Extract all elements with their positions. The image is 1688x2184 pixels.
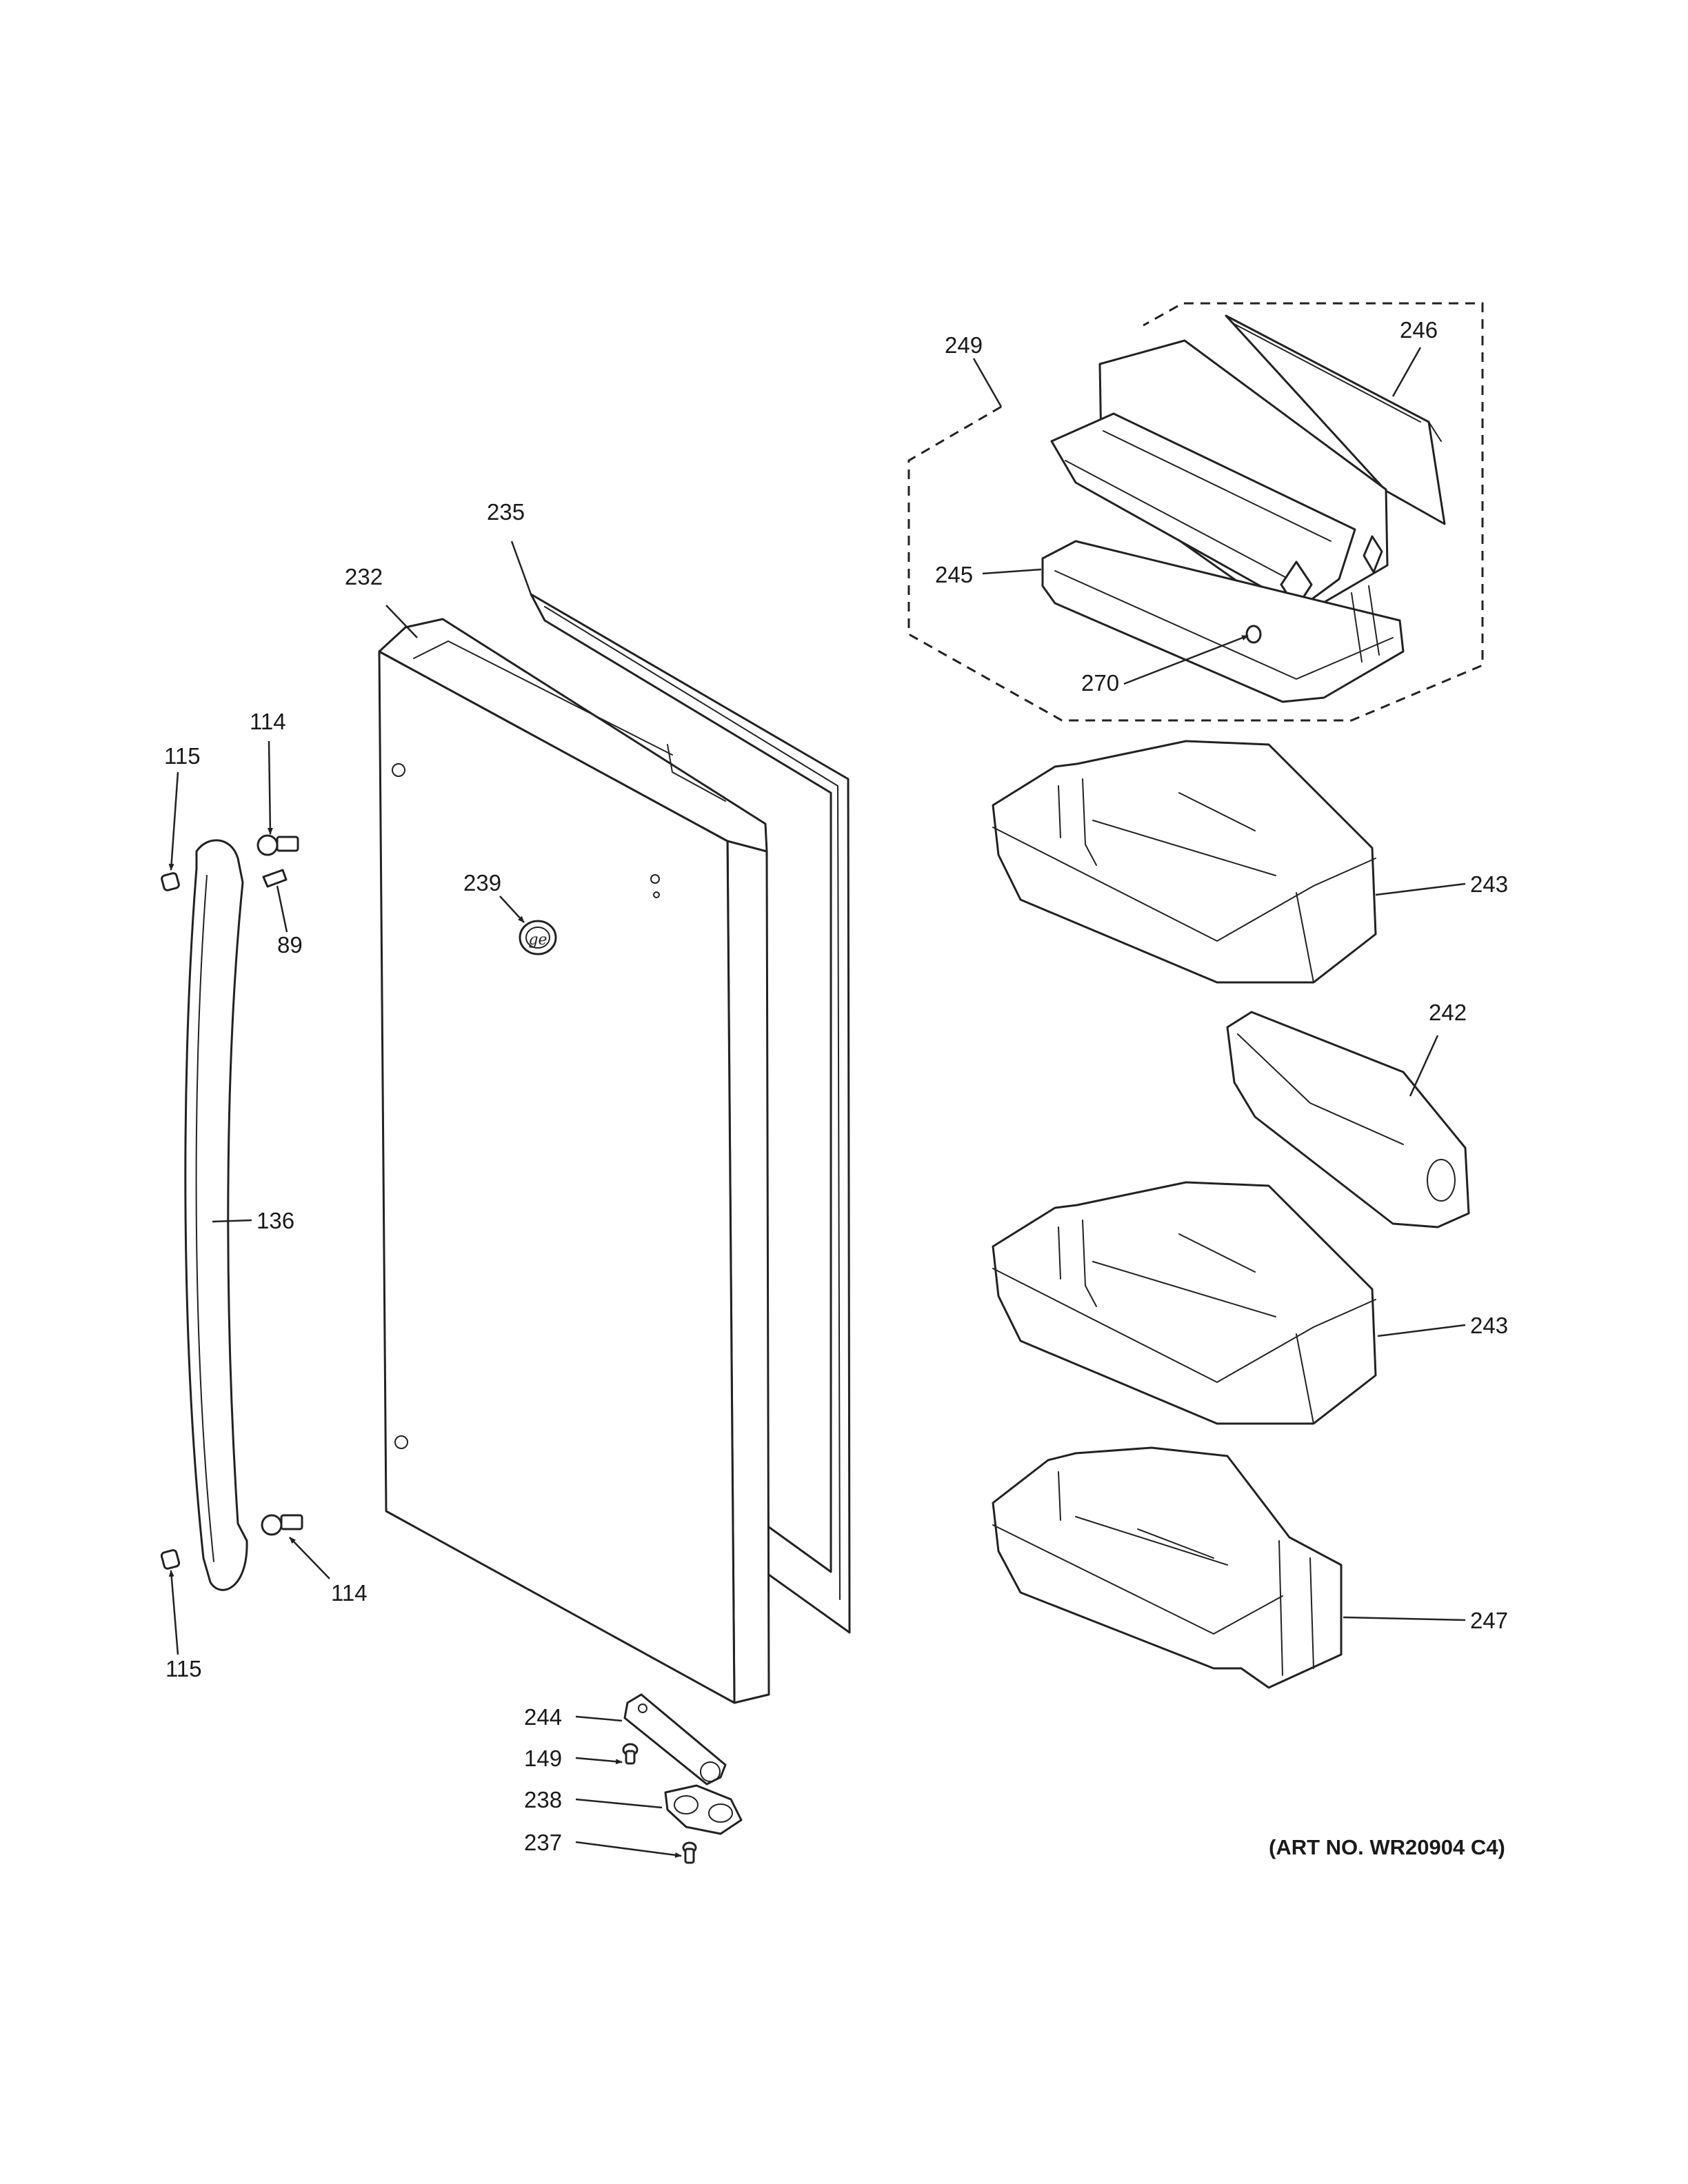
callout-243-top: 243: [1470, 871, 1508, 897]
part-136-handle: [184, 839, 248, 1591]
part-149-screw: [622, 1743, 639, 1765]
callout-114-top: 114: [250, 709, 286, 734]
callout-270: 270: [1081, 670, 1119, 696]
part-114-stud-bottom: [261, 1514, 303, 1536]
callout-89: 89: [277, 932, 303, 958]
svg-text:ge: ge: [528, 931, 547, 949]
callout-115-top: 115: [164, 743, 201, 769]
callout-245: 245: [935, 562, 973, 587]
part-89-screw: [262, 869, 288, 888]
callout-136: 136: [257, 1208, 294, 1233]
callout-237: 237: [524, 1830, 562, 1855]
leader-lines: [168, 347, 1466, 1858]
callout-115-bottom: 115: [165, 1656, 202, 1681]
callout-labels: 249 246 245 270 235 232 239 114 115 89 1…: [164, 317, 1508, 1855]
callout-247: 247: [1470, 1608, 1508, 1633]
callout-149: 149: [524, 1746, 562, 1771]
part-239-logo-badge: ge: [519, 920, 557, 956]
callout-249: 249: [945, 332, 983, 358]
callout-238: 238: [524, 1787, 562, 1812]
part-270-knob: [1245, 625, 1262, 644]
callout-232: 232: [345, 564, 383, 589]
part-247-door-bin: [992, 1446, 1343, 1689]
part-237-screw: [682, 1841, 697, 1864]
part-249-dairy-bin: [1050, 339, 1389, 622]
art-number: (ART NO. WR20904 C4): [1269, 1835, 1505, 1859]
callout-246: 246: [1400, 317, 1438, 343]
part-246-flip-cover: [1225, 314, 1446, 525]
callout-243-bottom: 243: [1470, 1313, 1508, 1338]
part-115-set-screw-top: [161, 872, 180, 891]
assembly-249-outline: [907, 302, 1484, 722]
callout-235: 235: [487, 499, 525, 525]
part-245-tray: [1041, 540, 1405, 703]
part-238-hinge-cover: [664, 1784, 743, 1835]
part-232-door: [378, 618, 770, 1704]
part-244-hinge-bracket: [623, 1693, 727, 1786]
part-114-stud-top: [257, 834, 299, 856]
part-115-set-screw-bottom: [160, 1549, 181, 1570]
callout-242: 242: [1429, 1000, 1467, 1025]
callout-114-bottom: 114: [331, 1580, 368, 1606]
part-242-small-door-bin: [1226, 1011, 1470, 1228]
callout-239: 239: [463, 870, 501, 896]
part-243-door-bin-top: [992, 740, 1377, 984]
callout-244: 244: [524, 1704, 562, 1730]
part-243-door-bin-bottom: [992, 1181, 1377, 1425]
